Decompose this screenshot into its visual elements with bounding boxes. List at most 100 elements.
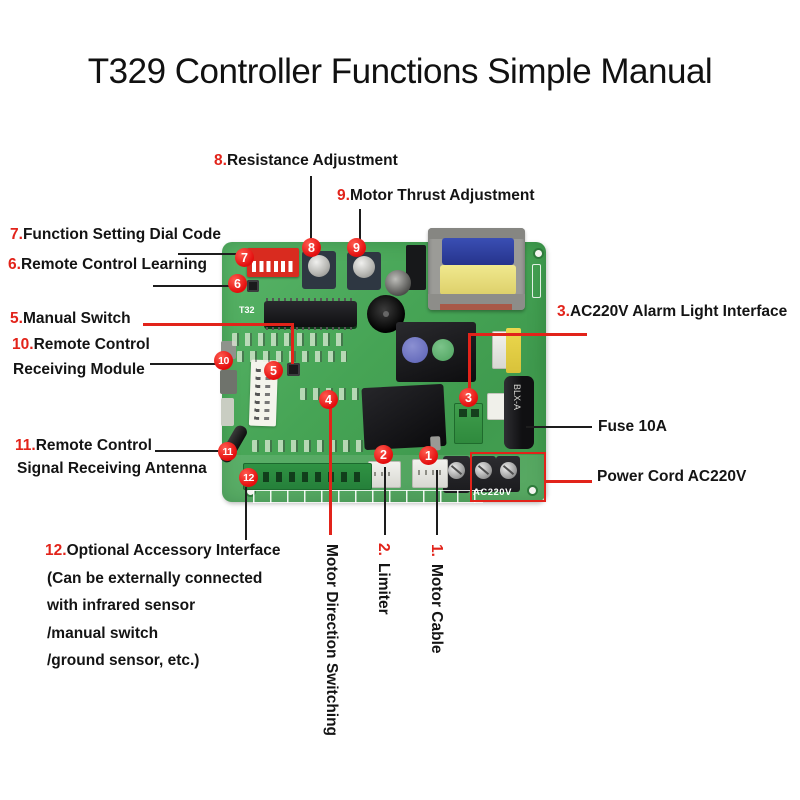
callout-text: Power Cord AC220V xyxy=(597,468,747,485)
callout-text: Fuse 10A xyxy=(598,418,667,435)
callout-fuse: Fuse 10A xyxy=(598,418,667,437)
callout-function-setting-dial-code: 7.Function Setting Dial Code xyxy=(10,226,221,245)
callout-text: /ground sensor, etc.) xyxy=(47,652,200,669)
callout-line-8 xyxy=(310,176,312,240)
ic-pins xyxy=(266,298,355,301)
callout-line-11 xyxy=(155,450,219,452)
callout-receiving-module-line1: 10.Remote Control xyxy=(12,336,150,355)
power-terminal xyxy=(471,456,496,492)
callout-line-4 xyxy=(329,408,332,535)
callout-number: 7. xyxy=(10,226,23,243)
callout-text: (Can be externally connected xyxy=(47,570,263,587)
manual-switch-button xyxy=(287,363,300,376)
callout-number: 8. xyxy=(214,152,227,169)
callout-number: 2. xyxy=(375,543,392,556)
callout-limiter: 2. Limiter xyxy=(374,543,392,615)
power-terminal xyxy=(496,456,520,492)
callout-text: Remote Control xyxy=(35,437,152,454)
marker-5: 5 xyxy=(264,361,283,380)
main-ic-chip xyxy=(264,298,357,330)
callout-number: 3. xyxy=(557,303,570,320)
callout-number: 5. xyxy=(10,310,23,327)
terminal-holes xyxy=(250,472,367,482)
relay-cap-blue xyxy=(402,337,428,363)
callout-alarm-light-interface: 3.AC220V Alarm Light Interface xyxy=(557,303,787,322)
callout-number: 6. xyxy=(8,256,21,273)
transformer-core-top xyxy=(428,228,525,239)
yellow-capacitor xyxy=(506,328,521,373)
callout-optional-line1: 12.Optional Accessory Interface xyxy=(45,542,280,561)
callout-line-6 xyxy=(153,285,231,287)
smd-row xyxy=(252,440,364,452)
callout-line-12 xyxy=(245,487,247,540)
power-silkscreen: AC220V xyxy=(473,487,512,498)
callout-text: Receiving Module xyxy=(13,361,145,378)
transformer-primary-winding xyxy=(442,238,514,265)
callout-text: Optional Accessory Interface xyxy=(66,542,281,559)
callout-text: Remote Control xyxy=(33,336,150,353)
electrolytic-capacitor xyxy=(385,270,411,296)
callout-text: Remote Control Learning xyxy=(20,256,207,273)
potentiometer-thrust xyxy=(347,252,381,290)
transformer-bobbin xyxy=(440,304,512,310)
callout-motor-cable: 1.Motor Cable xyxy=(427,544,445,654)
callout-text: AC220V Alarm Light Interface xyxy=(569,303,788,320)
terminal-screw xyxy=(500,462,517,479)
callout-text: with infrared sensor xyxy=(47,597,196,614)
mounting-hole xyxy=(527,485,538,496)
callout-line-2 xyxy=(384,467,386,535)
callout-number: 11. xyxy=(15,437,36,454)
dip-switch-levers xyxy=(252,261,294,272)
callout-line-3 xyxy=(468,333,471,391)
pcb-board: T32 BLX-A xyxy=(217,228,546,503)
alarm-light-terminal xyxy=(454,403,483,444)
sticker-text-marks xyxy=(254,365,261,420)
callout-antenna-line2: Signal Receiving Antenna xyxy=(17,460,207,479)
potentiometer-knob xyxy=(353,256,375,278)
callout-text: Resistance Adjustment xyxy=(226,152,398,169)
callout-manual-switch: 5.Manual Switch xyxy=(10,310,131,329)
callout-receiving-module-line2: Receiving Module xyxy=(13,361,145,380)
callout-line-5 xyxy=(143,323,293,326)
callout-line-3 xyxy=(469,333,587,336)
potentiometer-knob xyxy=(308,255,330,277)
callout-text: Motor Cable xyxy=(428,563,445,654)
callout-motor-direction-switching: Motor Direction Switching xyxy=(322,544,340,736)
callout-text: /manual switch xyxy=(47,625,159,642)
receiver-module-part xyxy=(220,370,237,394)
marker-9: 9 xyxy=(347,238,366,257)
mounting-hole xyxy=(533,248,544,259)
callout-text: Manual Switch xyxy=(22,310,131,327)
callout-motor-thrust-adjustment: 9.Motor Thrust Adjustment xyxy=(337,187,534,206)
marker-2: 2 xyxy=(374,445,393,464)
marker-10: 10 xyxy=(214,351,233,370)
marker-11: 11 xyxy=(218,442,237,461)
relay-cap-green xyxy=(432,339,454,361)
callout-text: Motor Thrust Adjustment xyxy=(349,187,535,204)
callout-text: Limiter xyxy=(375,562,392,615)
terminal-slot xyxy=(459,409,467,417)
marker-7: 7 xyxy=(235,248,254,267)
page-title: T329 Controller Functions Simple Manual xyxy=(87,52,713,91)
callout-line-10 xyxy=(150,363,216,365)
relay-lower xyxy=(361,383,447,451)
callout-number: 10. xyxy=(12,336,34,353)
receiver-module-part xyxy=(221,398,234,426)
callout-optional-line5: /ground sensor, etc.) xyxy=(47,652,199,671)
dip-switch xyxy=(247,248,299,277)
fuse-silkscreen: BLX-A xyxy=(512,384,522,411)
callout-optional-line2: (Can be externally connected xyxy=(47,570,262,589)
marker-6: 6 xyxy=(228,274,247,293)
transformer xyxy=(428,228,525,310)
callout-line-9 xyxy=(359,209,361,240)
learning-button xyxy=(247,280,259,292)
board-model-silkscreen: T32 xyxy=(239,305,255,315)
silkscreen-row xyxy=(253,490,483,503)
terminal-screw xyxy=(475,462,492,479)
callout-resistance-adjustment: 8.Resistance Adjustment xyxy=(214,152,398,171)
marker-12: 12 xyxy=(239,468,258,487)
terminal-screw xyxy=(448,462,465,479)
callout-remote-control-learning: 6.Remote Control Learning xyxy=(8,256,207,275)
potentiometer-resistance xyxy=(302,251,336,289)
